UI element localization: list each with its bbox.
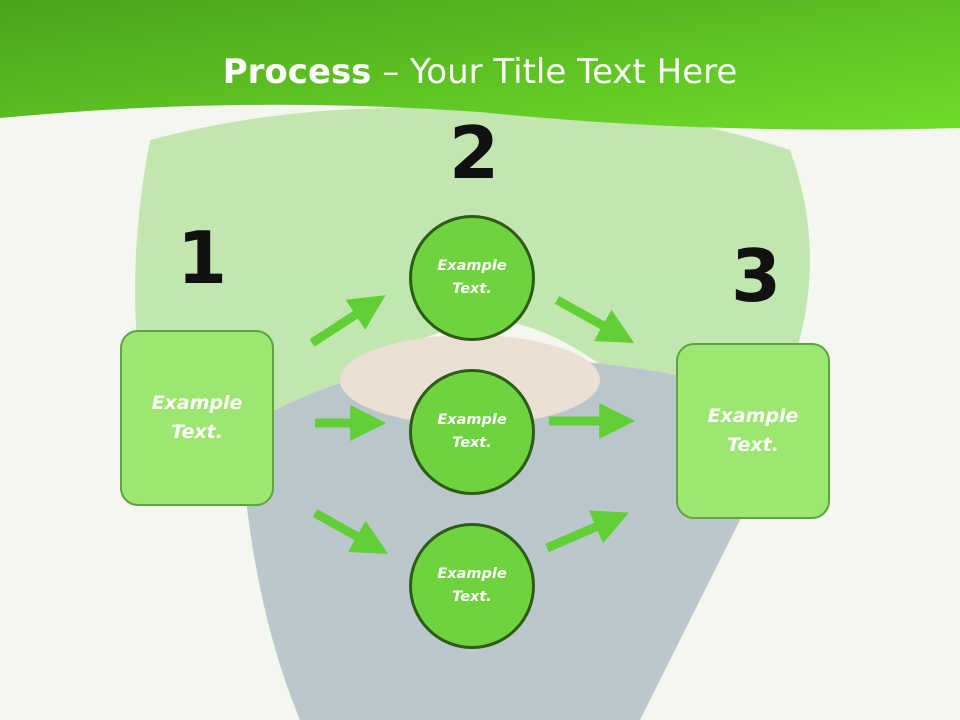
- circle-middle: Example Text.: [409, 369, 535, 495]
- circle-bottom: Example Text.: [409, 523, 535, 649]
- step-number-3: 3: [731, 234, 782, 318]
- page-title: Process – Your Title Text Here: [222, 52, 738, 92]
- arrow-bottom-to-right: [545, 510, 629, 553]
- right-example-box: Example Text.: [676, 343, 830, 519]
- circle-top-label: Example Text.: [437, 258, 507, 297]
- step-number-1: 1: [177, 216, 228, 300]
- left-box-label: Example Text.: [151, 392, 243, 443]
- step-number-2: 2: [449, 111, 500, 195]
- arrow-left-to-bottom: [312, 509, 389, 554]
- arrow-top-to-right: [554, 296, 635, 343]
- arrow-left-to-top: [309, 295, 386, 347]
- header-band: [0, 0, 960, 130]
- circle-top: Example Text.: [409, 215, 535, 341]
- right-box-label: Example Text.: [707, 405, 799, 456]
- circle-bottom-label: Example Text.: [437, 566, 507, 605]
- left-example-box: Example Text.: [120, 330, 274, 506]
- circle-middle-label: Example Text.: [437, 412, 507, 451]
